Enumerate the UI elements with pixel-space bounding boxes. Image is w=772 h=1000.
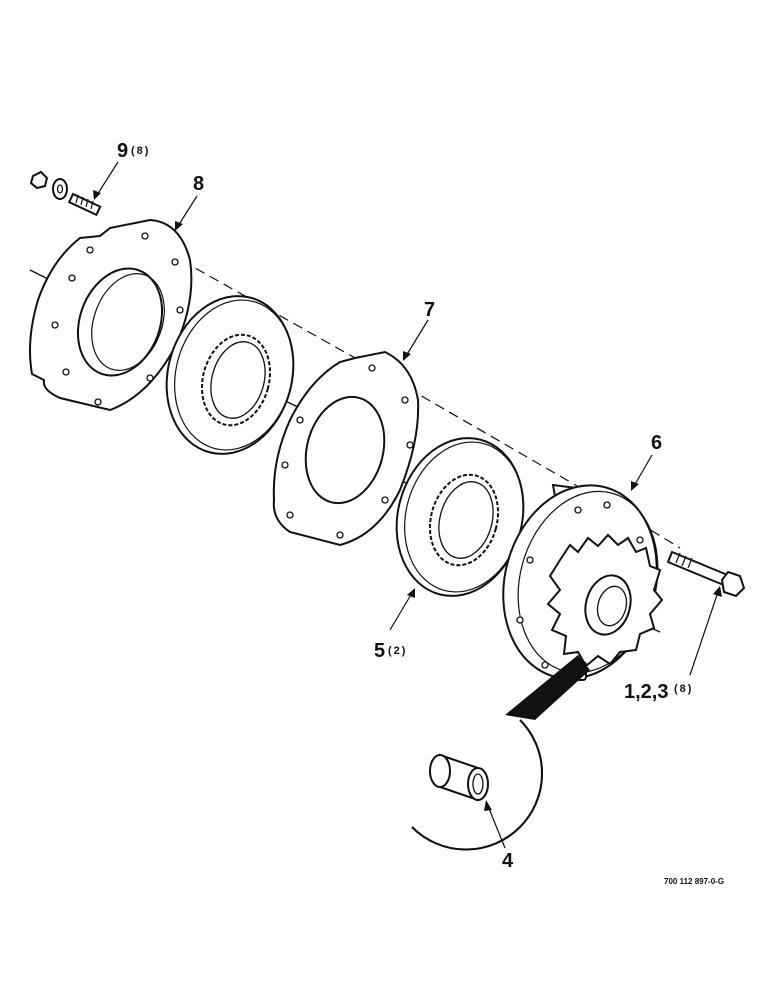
callout-1-2-3: 1,2,3 (8): [624, 681, 693, 703]
callout-5-qty: (2): [388, 645, 407, 657]
callout-9: 9 (8): [117, 140, 150, 162]
callout-5-number: 5: [374, 640, 385, 662]
callout-9-number: 9: [117, 140, 128, 162]
part-7-separator-plate: [272, 350, 420, 547]
leader-lines: [93, 161, 722, 849]
part-4-detail-circle: [411, 655, 590, 851]
callout-6-number: 6: [651, 432, 662, 454]
bushing-icon: [429, 753, 489, 802]
part-6-sprocket-hub: [502, 483, 664, 681]
part-8-pressure-plate: [29, 218, 193, 412]
callout-1-2-3-number: 1,2,3: [624, 681, 668, 703]
callout-8-number: 8: [193, 173, 204, 195]
part-5-friction-disc-a: [165, 295, 295, 455]
callout-4-number: 4: [502, 850, 514, 872]
callout-5: 5 (2): [374, 640, 407, 662]
callout-7-number: 7: [424, 299, 435, 321]
drawing-reference-code: 700 112 897-0-G: [664, 877, 724, 886]
part-1-2-3-bolt: [666, 550, 746, 598]
part-9-nut-washer-stud: [29, 170, 102, 217]
callout-1-2-3-qty: (8): [674, 683, 693, 695]
callout-9-qty: (8): [131, 145, 150, 157]
part-5-friction-disc-b: [395, 437, 525, 597]
